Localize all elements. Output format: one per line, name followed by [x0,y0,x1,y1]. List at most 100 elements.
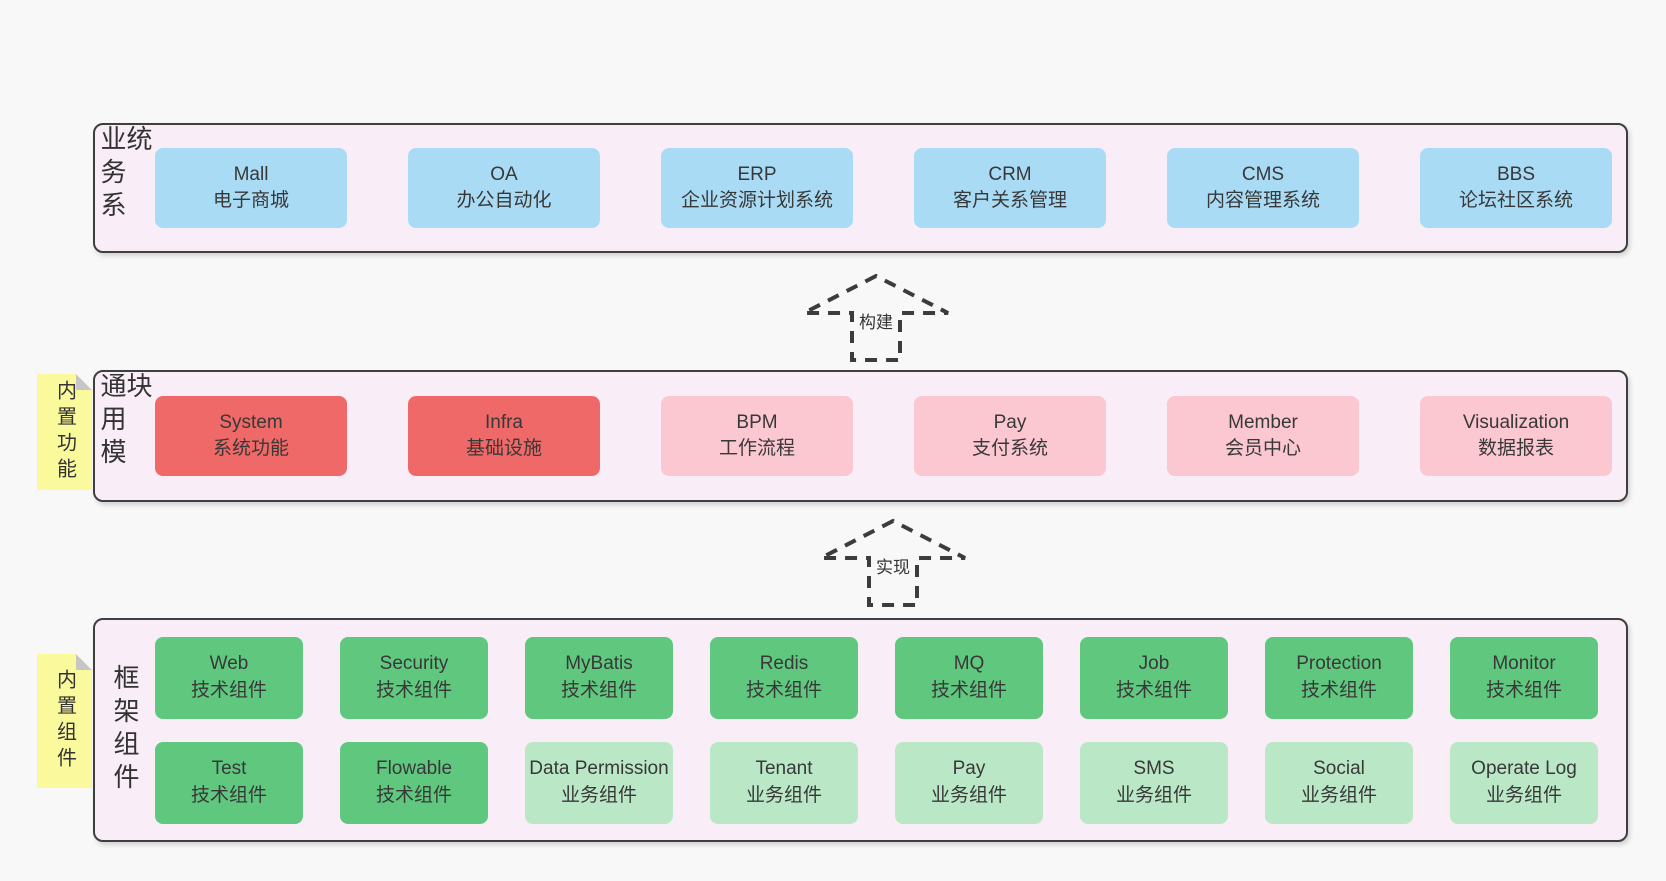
sticky-note-built-in-functions: 内置功能 [37,374,92,490]
card-subtitle: 数据报表 [1477,438,1554,459]
note-fold-icon [76,654,92,670]
arrow-build-label: 构建 [855,306,897,335]
card-subtitle: 技术组件 [190,679,267,701]
card-subtitle: 技术组件 [745,679,822,701]
card-title: ERP [737,163,777,185]
business-systems-label: 业务系统 [97,125,153,224]
card-subtitle: 技术组件 [930,679,1007,701]
card-title: BBS [1496,163,1536,185]
arrow-build: 构建 [801,272,951,364]
card-subtitle: 业务组件 [930,784,1007,806]
card-title: Social [1313,758,1365,780]
card-subtitle: 论坛社区系统 [1458,190,1573,211]
card-title: MyBatis [565,653,633,675]
card-infra: Infra 基础设施 [408,396,600,476]
card-mq: MQ 技术组件 [895,636,1043,719]
card-subtitle: 技术组件 [375,679,452,701]
card-cms: CMS 内容管理系统 [1167,148,1359,228]
card-title: CRM [988,163,1032,185]
card-title: Infra [484,411,524,433]
card-bbs: BBS 论坛社区系统 [1420,148,1612,228]
band-business-systems: 业务系统 Mall 电子商城 OA 办公自动化 ERP 企业资源计划系统 CRM… [93,123,1628,253]
card-title: Member [1228,411,1298,433]
card-title: Web [209,653,249,675]
card-subtitle: 技术组件 [560,679,637,701]
card-crm: CRM 客户关系管理 [914,148,1106,228]
card-title: Visualization [1462,411,1570,433]
card-title: Pay [993,411,1027,433]
card-subtitle: 基础设施 [465,438,542,459]
card-subtitle: 技术组件 [1115,679,1192,701]
card-subtitle: 电子商城 [212,190,289,211]
card-security: Security 技术组件 [340,636,488,719]
card-title: SMS [1133,758,1175,780]
card-mall: Mall 电子商城 [155,148,347,228]
band-label-area: 通用模块 [95,372,155,500]
card-subtitle: 会员中心 [1224,438,1301,459]
card-subtitle: 技术组件 [190,784,267,806]
card-subtitle: 客户关系管理 [952,190,1067,211]
card-title: Job [1138,653,1170,675]
card-data-permission: Data Permission 业务组件 [525,741,673,824]
card-subtitle: 业务组件 [1300,784,1377,806]
card-tenant: Tenant 业务组件 [710,741,858,824]
card-social: Social 业务组件 [1265,741,1413,824]
card-bpm: BPM 工作流程 [661,396,853,476]
card-monitor: Monitor 技术组件 [1450,636,1598,719]
card-title: Redis [759,653,809,675]
card-subtitle: 支付系统 [971,438,1048,459]
business-systems-cards: Mall 电子商城 OA 办公自动化 ERP 企业资源计划系统 CRM 客户关系… [155,125,1626,251]
card-title: Monitor [1492,653,1556,675]
card-title: OA [490,163,518,185]
card-job: Job 技术组件 [1080,636,1228,719]
note-fold-icon [76,374,92,390]
card-title: Pay [952,758,986,780]
card-title: CMS [1241,163,1285,185]
card-sms: SMS 业务组件 [1080,741,1228,824]
card-title: Operate Log [1471,758,1577,780]
card-subtitle: 业务组件 [560,784,637,806]
card-web: Web 技术组件 [155,636,303,719]
card-protection: Protection 技术组件 [1265,636,1413,719]
common-modules-label: 通用模块 [97,372,153,471]
card-subtitle: 技术组件 [1485,679,1562,701]
card-title: Data Permission [529,758,669,780]
card-title: System [219,411,283,433]
card-subtitle: 技术组件 [1300,679,1377,701]
sticky-note-label: 内置功能 [53,380,76,484]
card-subtitle: 企业资源计划系统 [680,190,833,211]
card-subtitle: 业务组件 [1115,784,1192,806]
framework-components-cards: Web 技术组件 Security 技术组件 MyBatis 技术组件 Redi… [155,620,1626,840]
sticky-note-label: 内置组件 [53,669,76,773]
arrow-implement-label: 实现 [872,551,914,580]
card-visualization: Visualization 数据报表 [1420,396,1612,476]
card-title: BPM [736,411,778,433]
card-title: MQ [953,653,985,675]
card-title: Flowable [375,758,453,780]
card-pay-biz: Pay 业务组件 [895,741,1043,824]
common-modules-cards: System 系统功能 Infra 基础设施 BPM 工作流程 Pay 支付系统… [155,372,1626,500]
card-member: Member 会员中心 [1167,396,1359,476]
card-subtitle: 内容管理系统 [1205,190,1320,211]
components-row-2: Test 技术组件 Flowable 技术组件 Data Permission … [155,741,1598,824]
card-flowable: Flowable 技术组件 [340,741,488,824]
card-title: Test [211,758,247,780]
framework-components-label: 框架组件 [110,664,140,796]
card-subtitle: 办公自动化 [456,190,552,211]
card-subtitle: 工作流程 [718,438,795,459]
dashed-up-arrow-icon [820,518,966,607]
sticky-note-built-in-components: 内置组件 [37,654,92,788]
band-common-modules: 通用模块 System 系统功能 Infra 基础设施 BPM 工作流程 Pay… [93,370,1628,502]
card-erp: ERP 企业资源计划系统 [661,148,853,228]
card-mybatis: MyBatis 技术组件 [525,636,673,719]
card-subtitle: 业务组件 [1485,784,1562,806]
card-subtitle: 系统功能 [212,438,289,459]
components-row-1: Web 技术组件 Security 技术组件 MyBatis 技术组件 Redi… [155,636,1598,719]
card-pay: Pay 支付系统 [914,396,1106,476]
dashed-up-arrow-icon [803,273,949,362]
card-oa: OA 办公自动化 [408,148,600,228]
card-subtitle: 技术组件 [375,784,452,806]
band-label-area: 框架组件 [95,620,155,840]
card-title: Protection [1296,653,1382,675]
band-framework-components: 框架组件 Web 技术组件 Security 技术组件 MyBatis 技术组件… [93,618,1628,842]
